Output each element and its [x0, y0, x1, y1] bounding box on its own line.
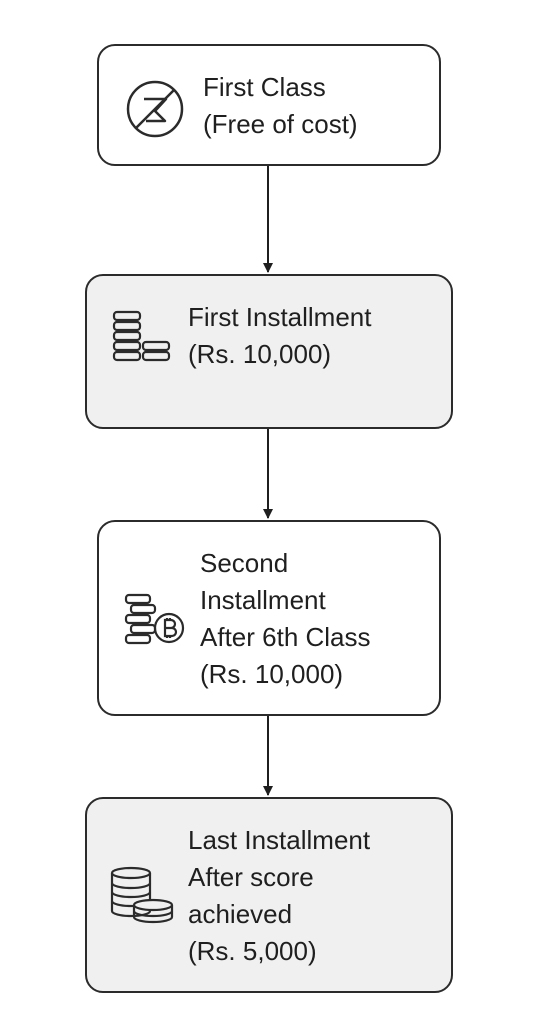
step-first-class-text: First Class (Free of cost) — [203, 69, 358, 143]
step-line: (Free of cost) — [203, 109, 358, 139]
step-last-installment-text: Last Installment After score achieved (R… — [188, 822, 370, 970]
no-payment-icon — [125, 79, 185, 144]
step-line: (Rs. 10,000) — [188, 339, 332, 369]
step-first-class: First Class (Free of cost) — [97, 44, 441, 166]
step-first-installment-text: First Installment (Rs. 10,000) — [188, 299, 372, 373]
step-second-installment: Second Installment After 6th Class (Rs. … — [97, 520, 441, 716]
step-line: First Class — [203, 72, 326, 102]
coins-stack-icon — [109, 865, 175, 930]
step-line: After 6th Class — [200, 622, 371, 652]
coin-stack-icon — [111, 309, 171, 372]
step-second-installment-text: Second Installment After 6th Class (Rs. … — [200, 545, 371, 693]
step-line: achieved — [188, 899, 293, 929]
step-line: Installment — [200, 585, 326, 615]
step-first-installment: First Installment (Rs. 10,000) — [85, 274, 453, 429]
step-line: Second — [200, 548, 289, 578]
bitcoin-coins-icon — [123, 592, 187, 653]
step-last-installment: Last Installment After score achieved (R… — [85, 797, 453, 993]
step-line: (Rs. 5,000) — [188, 936, 317, 966]
step-line: First Installment — [188, 302, 372, 332]
step-line: Last Installment — [188, 825, 371, 855]
step-line: After score — [188, 862, 314, 892]
step-line: (Rs. 10,000) — [200, 659, 344, 689]
